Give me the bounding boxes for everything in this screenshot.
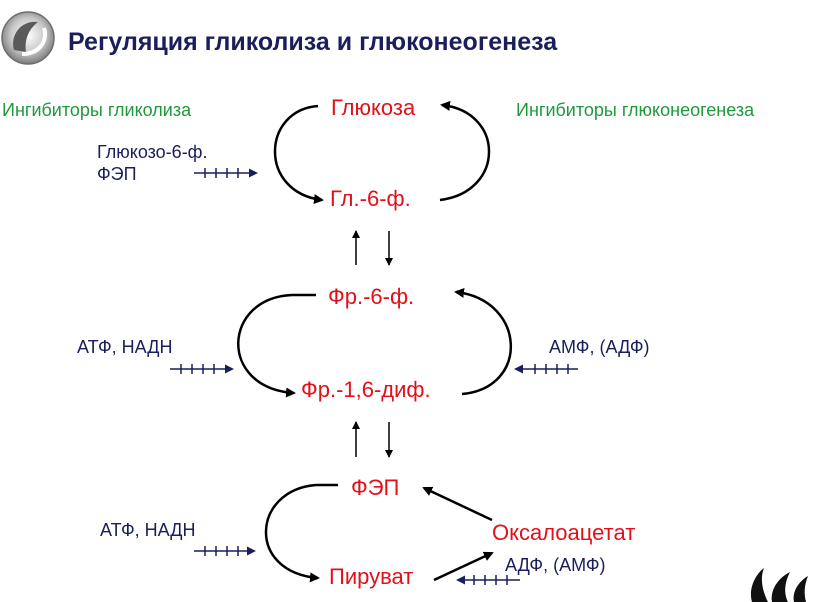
- arrow-pfk: [237, 293, 316, 398]
- inhibitor-arrow-pfk: [170, 364, 234, 374]
- regulator-pep: ФЭП: [97, 164, 137, 184]
- header-glycolysis-inhibitors: Ингибиторы гликолиза: [2, 100, 192, 120]
- inhibitor-arrow-pyruvate-carboxylase: [456, 575, 520, 585]
- regulator-pc: АДФ, (АМФ): [505, 555, 606, 575]
- inhibitor-arrow-fbpase: [514, 364, 578, 374]
- arrow-fbpase: [454, 287, 512, 396]
- header-gluconeogenesis-inhibitors: Ингибиторы глюконеогенеза: [516, 100, 755, 120]
- node-pyruvate: Пируват: [329, 564, 414, 589]
- logo-icon: [1, 11, 55, 65]
- arrow-g6pase: [439, 100, 491, 202]
- inhibitor-arrow-hexokinase: [194, 168, 258, 178]
- regulator-pfk: АТФ, НАДН: [77, 337, 173, 357]
- node-glucose: Глюкоза: [331, 95, 416, 120]
- arrow-pyruvate-carboxylase: [433, 551, 494, 582]
- arrow-hexokinase: [273, 104, 324, 204]
- arrow-pepck: [422, 486, 493, 522]
- regulator-fbpase: АМФ, (АДФ): [549, 337, 650, 357]
- page-title: Регуляция гликолиза и глюконеогенеза: [68, 28, 558, 56]
- arrow-pyruvate-kinase: [264, 483, 338, 583]
- node-pep: ФЭП: [351, 475, 400, 500]
- node-f16bp: Фр.-1,6-диф.: [301, 377, 431, 402]
- node-g6p: Гл.-6-ф.: [330, 186, 411, 211]
- node-oxaloacetate: Оксалоацетат: [492, 520, 636, 545]
- inhibitor-arrow-pyruvate-kinase: [194, 546, 256, 556]
- regulator-pk: АТФ, НАДН: [100, 520, 196, 540]
- regulator-g6p: Глюкозо-6-ф.: [97, 142, 208, 162]
- node-f6p: Фр.-6-ф.: [328, 284, 415, 309]
